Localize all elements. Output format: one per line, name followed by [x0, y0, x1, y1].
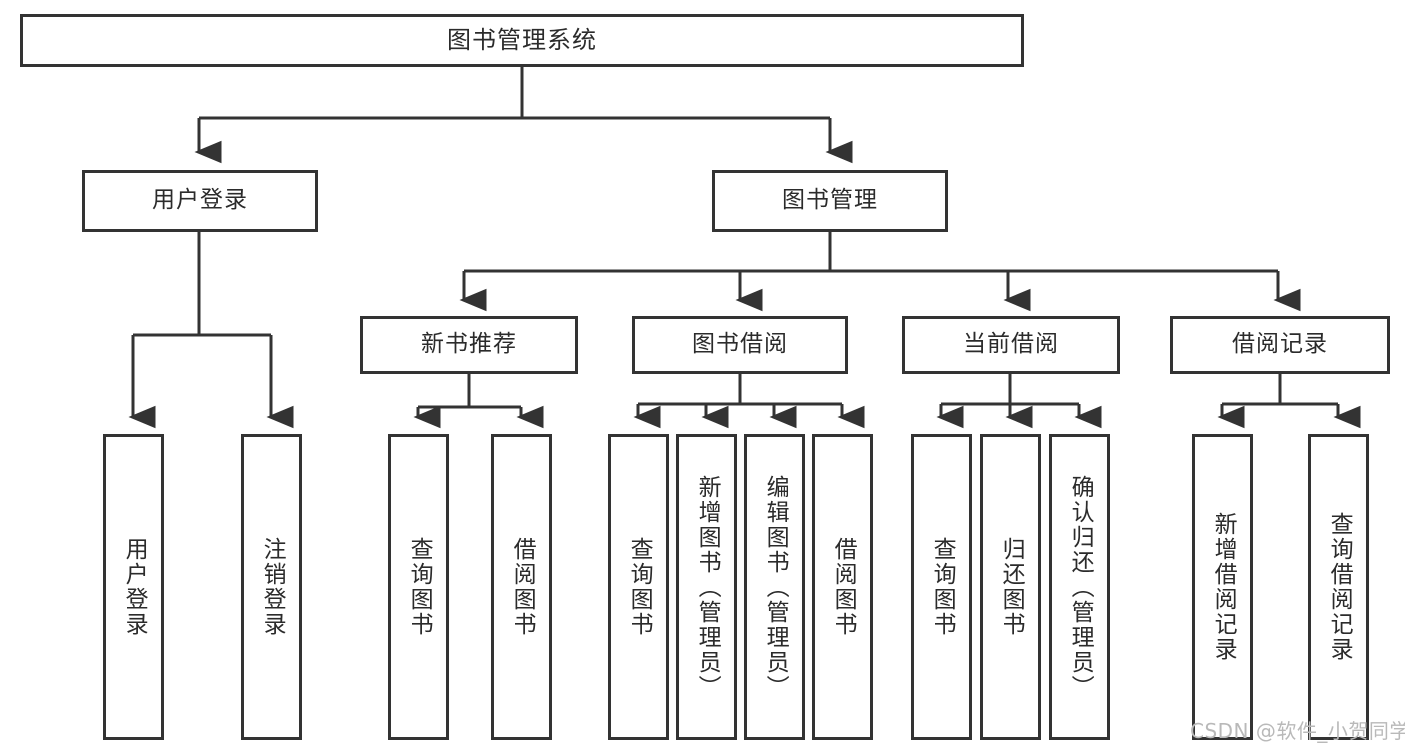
- node-label: 借阅图书: [509, 537, 536, 637]
- node-book-borrowing[interactable]: 图书借阅: [632, 316, 848, 374]
- node-label: 新书推荐: [421, 331, 517, 358]
- node-label: 确认归还（管理员）: [1067, 474, 1094, 700]
- node-label: 借阅记录: [1232, 331, 1328, 358]
- node-label: 查询图书: [626, 537, 653, 637]
- node-current-borrowing[interactable]: 当前借阅: [902, 316, 1120, 374]
- node-label: 新增图书（管理员）: [694, 474, 721, 700]
- node-book-management[interactable]: 图书管理: [712, 170, 948, 232]
- node-borrowing-record[interactable]: 借阅记录: [1170, 316, 1390, 374]
- node-leaf-edit-book-admin[interactable]: 编辑图书（管理员）: [744, 434, 805, 740]
- node-leaf-logout[interactable]: 注销登录: [241, 434, 302, 740]
- node-label: 当前借阅: [963, 331, 1059, 358]
- node-leaf-add-borrow-record[interactable]: 新增借阅记录: [1192, 434, 1253, 740]
- node-leaf-query-borrow-record[interactable]: 查询借阅记录: [1308, 434, 1369, 740]
- node-label: 借阅图书: [830, 537, 857, 637]
- node-leaf-confirm-return-admin[interactable]: 确认归还（管理员）: [1049, 434, 1110, 740]
- node-book-management-system[interactable]: 图书管理系统: [20, 14, 1024, 67]
- node-label: 用户登录: [152, 187, 248, 214]
- node-label: 图书借阅: [692, 331, 788, 358]
- node-label: 查询图书: [929, 537, 956, 637]
- node-leaf-query-book-current[interactable]: 查询图书: [911, 434, 972, 740]
- node-label: 新增借阅记录: [1210, 512, 1237, 662]
- node-leaf-query-book-borrow[interactable]: 查询图书: [608, 434, 669, 740]
- node-label: 图书管理: [782, 187, 878, 214]
- node-label: 归还图书: [998, 537, 1025, 637]
- node-leaf-borrow-book[interactable]: 借阅图书: [812, 434, 873, 740]
- node-leaf-query-book-new[interactable]: 查询图书: [388, 434, 449, 740]
- node-new-book-recommendation[interactable]: 新书推荐: [360, 316, 578, 374]
- node-label: 用户登录: [121, 537, 148, 637]
- node-label: 编辑图书（管理员）: [762, 474, 789, 700]
- watermark-text: CSDN @软件_小贺同学: [1190, 719, 1405, 743]
- node-label: 注销登录: [259, 537, 286, 637]
- node-label: 图书管理系统: [447, 26, 597, 55]
- node-label: 查询图书: [406, 537, 433, 637]
- node-leaf-add-book-admin[interactable]: 新增图书（管理员）: [676, 434, 737, 740]
- node-user-login[interactable]: 用户登录: [82, 170, 318, 232]
- node-label: 查询借阅记录: [1326, 512, 1353, 662]
- node-leaf-return-book[interactable]: 归还图书: [980, 434, 1041, 740]
- node-leaf-user-login[interactable]: 用户登录: [103, 434, 164, 740]
- node-leaf-borrow-book-new[interactable]: 借阅图书: [491, 434, 552, 740]
